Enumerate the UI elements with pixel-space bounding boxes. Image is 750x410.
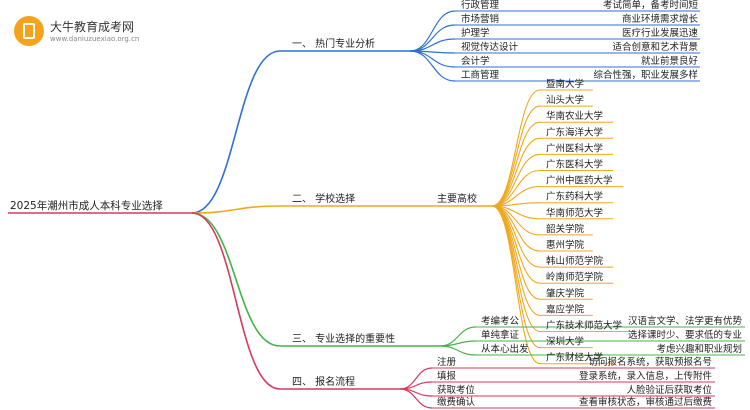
school-name-3: 华南农业大学 [546, 110, 603, 122]
school-name-12: 韩山师范学院 [546, 255, 604, 267]
edge-root-section-2 [191, 205, 281, 214]
process-step-label-1: 注册 [437, 356, 457, 368]
school-name-14: 肇庆学院 [546, 287, 585, 299]
book-icon [14, 16, 44, 46]
importance-desc-2: 选择课时少、要求低的专业 [628, 329, 742, 341]
edge-root-section-3 [191, 212, 281, 347]
site-logo[interactable]: 大牛教育成考网 www.daniuzuexiao.org.cn [10, 10, 140, 50]
edge-root-section-1 [191, 50, 281, 214]
section-title-1: 一、 热门专业分析 [292, 37, 375, 50]
edge-school-3 [491, 121, 541, 207]
hot-major-desc-6: 综合性强，职业发展多样 [593, 69, 698, 81]
school-name-1: 暨南大学 [546, 78, 584, 90]
school-name-7: 广州中医药大学 [546, 175, 613, 187]
school-name-16: 广东技术师范大学 [546, 320, 622, 332]
process-step-desc-3: 人脸验证后获取考位 [626, 384, 712, 396]
logo-title: 大牛教育成考网 [50, 20, 135, 34]
school-name-11: 惠州学院 [546, 239, 585, 251]
school-name-13: 岭南师范学院 [546, 271, 604, 283]
edge-school-2 [491, 105, 541, 207]
hot-major-desc-5: 就业前景良好 [641, 55, 699, 67]
hot-major-label-4: 视觉传达设计 [461, 41, 519, 53]
hot-major-desc-2: 商业环境需求增长 [622, 13, 699, 25]
school-name-6: 广东医科大学 [546, 159, 603, 171]
process-step-label-4: 缴费确认 [437, 396, 476, 408]
edge-school-12 [491, 205, 541, 268]
school-name-5: 广州医科大学 [546, 142, 603, 154]
hot-major-label-2: 市场营销 [461, 13, 500, 25]
section-title-2: 二、 学校选择 [292, 192, 355, 205]
edge-school-6 [491, 169, 541, 207]
importance-label-1: 考编考公 [481, 315, 520, 327]
root-node: 2025年潮州市成人本科专业选择 [10, 199, 163, 212]
process-step-desc-2: 登录系统，录入信息，上传附件 [579, 370, 713, 382]
school-name-10: 韶关学院 [546, 223, 585, 235]
hot-major-desc-3: 医疗行业发展迅速 [622, 27, 699, 39]
hot-major-label-1: 行政管理 [461, 0, 500, 11]
process-step-desc-4: 查看审核状态，审核通过后缴费 [579, 396, 712, 408]
school-name-8: 广东药科大学 [546, 191, 603, 203]
section-title-4: 四、 报名流程 [292, 375, 355, 388]
edge-school-1 [491, 89, 541, 207]
edge-school-18 [491, 205, 541, 365]
section-title-3: 三、 专业选择的重要性 [292, 332, 395, 345]
importance-label-3: 从本心出发 [481, 343, 529, 355]
edge-importance-3 [439, 345, 477, 356]
importance-label-2: 单纯拿证 [481, 329, 520, 341]
school-name-9: 华南师范大学 [546, 207, 603, 219]
school-group-label: 主要高校 [437, 192, 477, 205]
hot-major-label-6: 工商管理 [461, 69, 500, 81]
school-name-2: 汕头大学 [546, 94, 584, 106]
importance-desc-3: 考虑兴趣和职业规划 [656, 343, 742, 355]
school-name-15: 嘉应学院 [546, 303, 585, 315]
school-name-4: 广东海洋大学 [546, 126, 603, 138]
importance-desc-1: 汉语言文学、法学更有优势 [628, 315, 743, 327]
school-name-17: 深圳大学 [546, 336, 584, 348]
hot-major-desc-1: 考试简单，备考时间短 [603, 0, 699, 11]
logo-url: www.daniuzuexiao.org.cn [50, 35, 140, 43]
edge-importance-2 [439, 340, 477, 347]
edge-school-16 [491, 205, 541, 333]
edge-school-15 [491, 205, 541, 316]
edge-hot-2 [409, 24, 456, 52]
edge-process-4 [399, 388, 433, 409]
process-step-desc-1: 访问报名系统，获取预报名号 [588, 356, 712, 368]
edge-school-4 [491, 137, 541, 207]
edge-root-section-4 [191, 212, 281, 390]
process-step-label-2: 填报 [437, 370, 457, 382]
process-step-label-3: 获取考位 [437, 384, 476, 396]
school-name-18: 广东财经大学 [546, 352, 603, 364]
hot-major-label-3: 护理学 [461, 27, 490, 39]
mindmap-edges [8, 10, 745, 409]
edge-hot-6 [409, 50, 456, 82]
hot-major-desc-4: 适合创意和艺术背景 [612, 41, 698, 53]
hot-major-label-5: 会计学 [461, 55, 490, 67]
